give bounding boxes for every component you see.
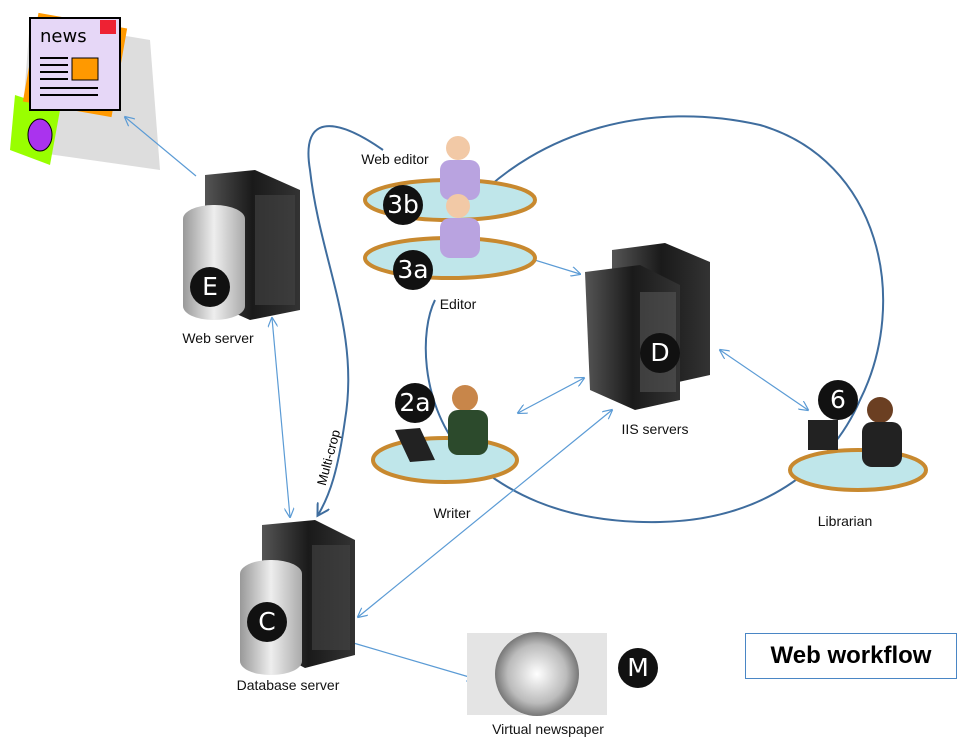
web-server-badge: E bbox=[190, 267, 230, 307]
virtual-newspaper-badge: M bbox=[618, 648, 658, 688]
database-server-icon bbox=[240, 520, 355, 675]
iis-servers-icon bbox=[585, 243, 710, 410]
web-editor-badge: 3b bbox=[383, 185, 423, 225]
web-editor-label: Web editor bbox=[361, 151, 429, 167]
iis-servers-label: IIS servers bbox=[621, 421, 689, 437]
librarian-desk-icon bbox=[788, 397, 928, 492]
librarian-label: Librarian bbox=[817, 513, 873, 529]
virtual-newspaper-label: Virtual newspaper bbox=[492, 721, 604, 737]
writer-badge: 2a bbox=[395, 383, 435, 423]
writer-label: Writer bbox=[433, 505, 471, 521]
writer-desk-icon bbox=[371, 385, 519, 484]
iis-servers-badge: D bbox=[640, 333, 680, 373]
web-server-label: Web server bbox=[182, 330, 254, 346]
connection-arrows bbox=[125, 117, 808, 679]
database-server-label: Database server bbox=[236, 677, 340, 693]
librarian-badge: 6 bbox=[818, 380, 858, 420]
diagram-title: Web workflow bbox=[745, 633, 957, 679]
database-server-badge: C bbox=[247, 602, 287, 642]
svg-text:news: news bbox=[40, 26, 87, 47]
news-icon: news bbox=[10, 12, 160, 170]
multi-crop-curve bbox=[307, 125, 384, 515]
virtual-newspaper-icon bbox=[467, 632, 607, 716]
editor-label: Editor bbox=[439, 296, 477, 312]
editor-badge: 3a bbox=[393, 250, 433, 290]
